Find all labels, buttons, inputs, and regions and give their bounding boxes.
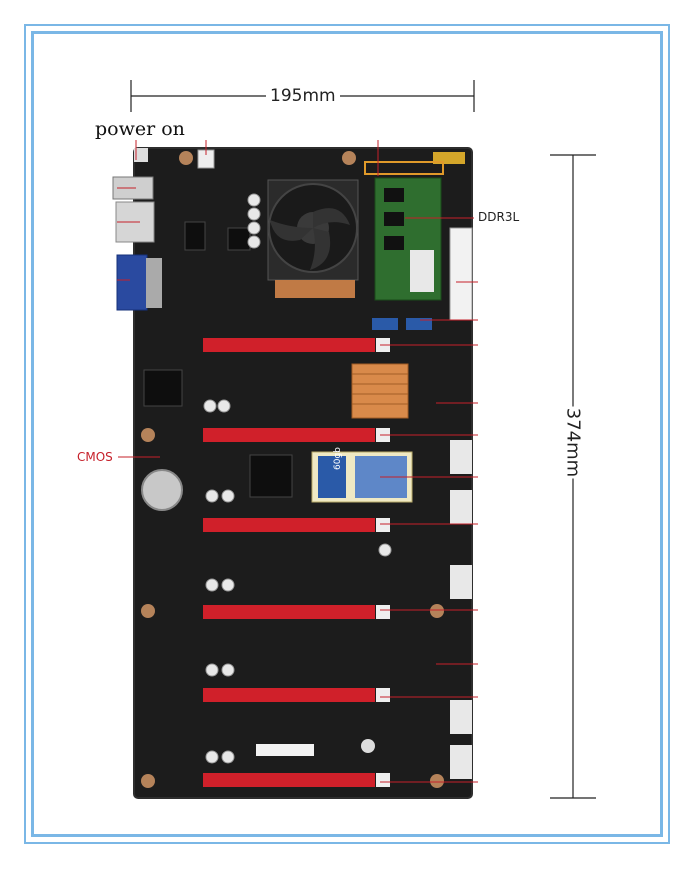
pcie-slots [203, 338, 375, 787]
sata-port [372, 318, 398, 330]
ddr3l-label: DDR3L [478, 210, 520, 224]
outer-frame [24, 24, 670, 844]
ram-module [364, 161, 444, 301]
power-on-label: power on [95, 118, 185, 140]
height-dimension-label: 374mm [562, 406, 584, 479]
atx-power-connector [449, 227, 473, 321]
chipset-heatsink [351, 363, 409, 419]
msata-card: 60gb [311, 447, 413, 503]
cpu-fan [267, 179, 359, 298]
svg-text:60gb: 60gb [333, 447, 343, 470]
callout-lines [117, 140, 478, 783]
inner-frame [31, 31, 663, 837]
cmos-battery [141, 469, 183, 511]
width-dimension-label: 195mm [266, 86, 340, 106]
pcb-board [134, 148, 472, 798]
cmos-label: CMOS [77, 450, 113, 464]
vga-port [116, 254, 148, 311]
